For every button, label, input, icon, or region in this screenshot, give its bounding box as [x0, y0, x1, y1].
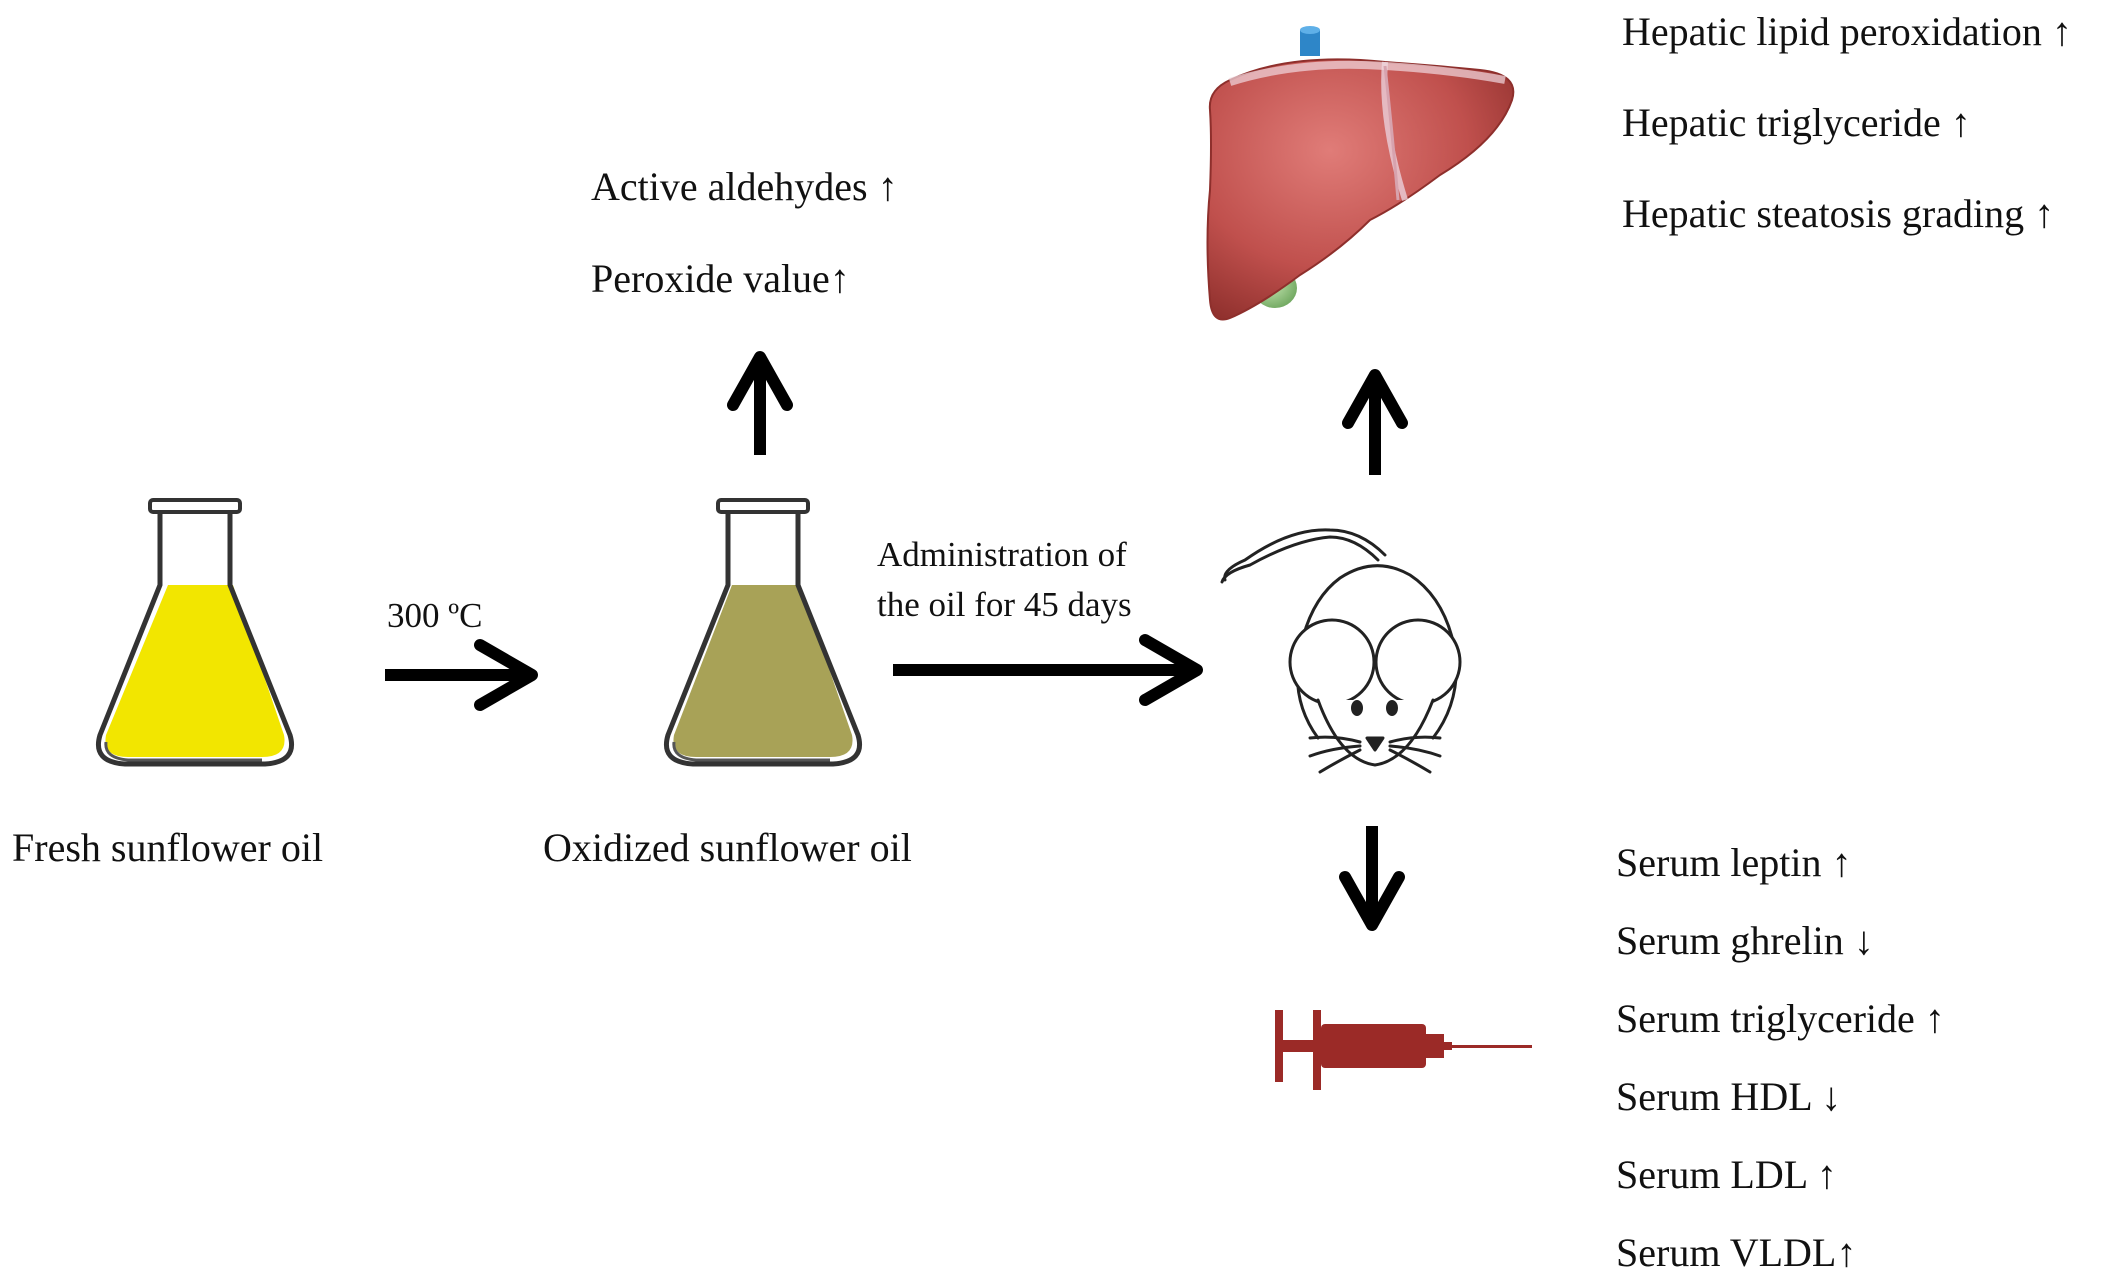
- serum-arrow-icon: [1339, 826, 1405, 931]
- liver-outcome-item: Hepatic steatosis grading ↑: [1622, 191, 2055, 236]
- administration-arrow-icon: [893, 634, 1203, 706]
- fresh-flask-icon: [96, 498, 294, 767]
- syringe-icon: [1275, 1010, 1532, 1090]
- administration-label-line2: the oil for 45 days: [877, 585, 1132, 624]
- oil-outcome-arrow-icon: [727, 351, 793, 455]
- serum-outcome-item: Serum ghrelin ↓: [1616, 918, 1874, 963]
- fresh-oil-label: Fresh sunflower oil: [12, 825, 324, 870]
- serum-outcome-item: Serum LDL ↑: [1616, 1152, 1837, 1197]
- liver-outcome-item: Hepatic triglyceride ↑: [1622, 100, 1971, 145]
- liver-outcome-item: Hepatic lipid peroxidation ↑: [1622, 9, 2072, 54]
- mouse-icon: [1220, 528, 1462, 774]
- heating-label: 300 ºC: [387, 596, 483, 635]
- serum-outcome-item: Serum HDL ↓: [1616, 1074, 1842, 1119]
- fresh-oil-fill: [105, 585, 285, 757]
- serum-outcome-item: Serum VLDL↑: [1616, 1230, 1857, 1275]
- oxidized-oil-fill: [673, 585, 853, 757]
- serum-outcome-item: Serum triglyceride ↑: [1616, 996, 1945, 1041]
- liver-icon: [1206, 26, 1515, 321]
- oxidized-flask-icon: [664, 498, 862, 767]
- liver-arrow-icon: [1342, 369, 1408, 475]
- oxidized-oil-label: Oxidized sunflower oil: [543, 825, 912, 870]
- oil-outcome-item: Peroxide value↑: [591, 256, 850, 301]
- heating-arrow-icon: [385, 639, 538, 711]
- serum-outcome-item: Serum leptin ↑: [1616, 840, 1852, 885]
- oil-outcome-item: Active aldehydes ↑: [591, 164, 898, 209]
- administration-label-line1: Administration of: [877, 535, 1127, 574]
